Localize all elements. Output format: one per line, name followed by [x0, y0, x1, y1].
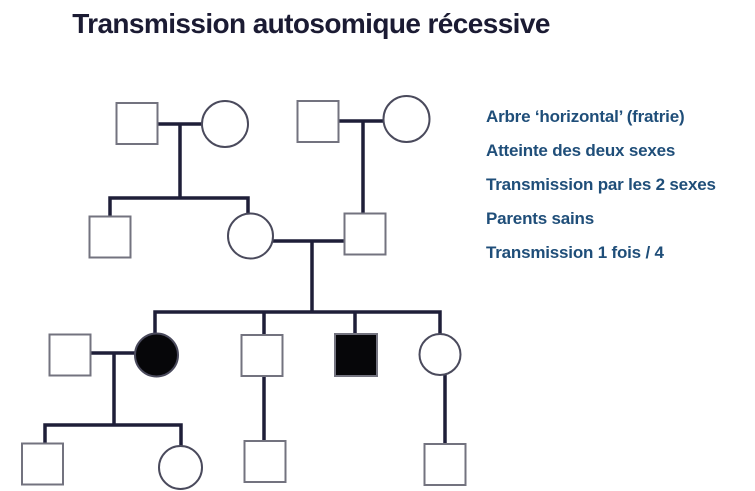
note-arbre-horizontal: Arbre ‘horizontal’ (fratrie)	[486, 107, 685, 126]
pedigree-male-IV-4	[423, 443, 467, 486]
pedigree-affected-female-III-2	[134, 332, 179, 378]
pedigree-male-I-1	[115, 102, 159, 145]
note-transmission-1-4: Transmission 1 fois / 4	[486, 243, 664, 262]
pedigree-female-I-2	[201, 100, 249, 148]
pedigree-male-III-1	[48, 333, 92, 377]
note-transmission-sexes: Transmission par les 2 sexes	[486, 175, 716, 194]
pedigree-male-IV-1	[21, 442, 64, 486]
notes-panel: Arbre ‘horizontal’ (fratrie) Atteinte de…	[486, 100, 755, 270]
pedigree-male-I-3	[296, 100, 340, 143]
note-parents-sains: Parents sains	[486, 209, 594, 228]
pedigree-female-I-4	[382, 95, 431, 143]
page-title: Transmission autosomique récessive	[72, 8, 550, 39]
note-atteinte-sexes: Atteinte des deux sexes	[486, 141, 676, 160]
pedigree-male-II-3	[343, 212, 387, 256]
pedigree-affected-male-III-4	[334, 333, 378, 377]
pedigree-female-IV-2	[158, 445, 203, 490]
pedigree-male-IV-3	[243, 440, 287, 483]
pedigree-female-III-5	[418, 333, 462, 376]
pedigree-male-II-1	[88, 215, 132, 259]
pedigree-female-II-2	[227, 212, 274, 260]
pedigree-edge-sibship-gen3	[153, 310, 442, 355]
pedigree-male-III-3	[240, 334, 284, 377]
